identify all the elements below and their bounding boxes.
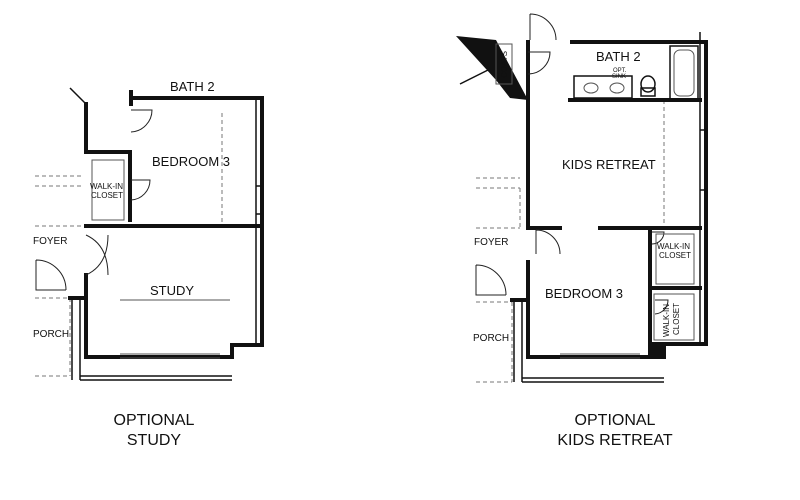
- study-bedroom3-label: BEDROOM 3: [152, 154, 230, 169]
- retreat-walkin1-label-1: WALK-IN: [657, 242, 690, 251]
- study-caption-line-2: STUDY: [127, 432, 182, 449]
- retreat-exterior-dashes: [476, 100, 665, 383]
- study-doors: [35, 109, 230, 359]
- study-caption-line-1: OPTIONAL: [114, 412, 195, 429]
- study-walls: [68, 87, 264, 381]
- study-study-label: STUDY: [150, 283, 194, 298]
- retreat-kids-retreat-label: KIDS RETREAT: [562, 157, 656, 172]
- retreat-coats-label: COATS: [500, 51, 509, 78]
- retreat-bath2-label: BATH 2: [596, 49, 641, 64]
- study-bath2-label: BATH 2: [170, 79, 215, 94]
- retreat-foyer-label: FOYER: [474, 237, 508, 248]
- retreat-opt-sink-label-2: SINK: [612, 74, 626, 80]
- retreat-bedroom3-label: BEDROOM 3: [545, 286, 623, 301]
- retreat-opt-sink-label-1: OPT.: [613, 68, 627, 74]
- retreat-caption-line-2: KIDS RETREAT: [557, 432, 673, 449]
- retreat-coats-closet-fill: [456, 36, 528, 100]
- retreat-corner-fill: [650, 342, 664, 357]
- study-walkin-label-1: WALK-IN: [90, 182, 123, 191]
- study-porch-label: PORCH: [33, 329, 69, 340]
- retreat-caption-line-1: OPTIONAL: [575, 412, 656, 429]
- retreat-doors: [475, 13, 695, 359]
- retreat-walkin2-label-1: WALK-IN: [662, 304, 671, 337]
- retreat-walkin2-label-2: CLOSET: [672, 303, 681, 335]
- retreat-porch-label: PORCH: [473, 333, 509, 344]
- plan-optional-kids-retreat: COATS BATH 2 OPT. SINK KIDS RETREAT FOYE…: [456, 13, 708, 449]
- retreat-walls: [459, 32, 708, 383]
- study-foyer-label: FOYER: [33, 236, 67, 247]
- plan-optional-study: BATH 2 BEDROOM 3 WALK-IN CLOSET FOYER ST…: [33, 79, 264, 449]
- study-exterior-dashes: [35, 113, 223, 377]
- retreat-walkin1-label-2: CLOSET: [659, 251, 691, 260]
- study-walkin-label-2: CLOSET: [91, 191, 123, 200]
- retreat-bath-fixtures: [573, 45, 699, 101]
